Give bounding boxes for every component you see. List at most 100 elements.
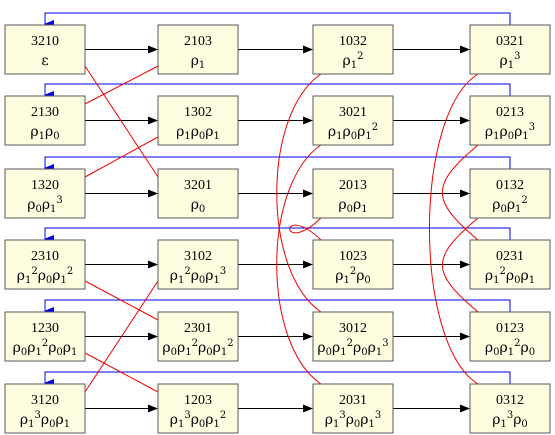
wrap-arrows (44, 12, 511, 387)
node: 1203 ρ13ρ0ρ12 (157, 383, 239, 434)
node: 0231 ρ12ρ0ρ1 (469, 239, 551, 290)
node-box (4, 24, 86, 75)
node-code: 1320 (31, 178, 59, 193)
node: 3102 ρ12ρ0ρ13 (157, 239, 239, 290)
node-word: ρ12ρ0ρ13 (170, 266, 227, 286)
node-code: 3021 (339, 105, 367, 120)
node-box (157, 24, 239, 75)
node-word: ρ1ρ0ρ13 (485, 122, 535, 142)
node: 2013 ρ0ρ1 (312, 168, 394, 219)
wrap-arrow (44, 227, 511, 243)
node-box (469, 311, 551, 362)
node-box (312, 383, 394, 434)
node-box (157, 383, 239, 434)
red-link (289, 217, 322, 241)
node: 3120 ρ13ρ0ρ1 (4, 383, 86, 434)
node-code: 0123 (496, 321, 524, 336)
node-box (312, 311, 394, 362)
node-code: 0213 (496, 105, 524, 120)
node-word: ρ13 (500, 51, 521, 71)
node-box (4, 239, 86, 290)
node-code: 1023 (339, 249, 367, 264)
node: 2301 ρ0ρ12ρ0ρ12 (157, 311, 239, 362)
node-word: ρ1ρ0 (30, 124, 59, 142)
node-box (469, 168, 551, 219)
node-word: ρ13ρ0ρ1 (20, 410, 70, 430)
node-word: ρ12 (343, 51, 364, 71)
node-box (312, 168, 394, 219)
node-box (469, 239, 551, 290)
node: 2031 ρ13ρ0ρ13 (312, 383, 394, 434)
node-word: ρ12ρ0ρ12 (17, 266, 74, 286)
node-box (4, 383, 86, 434)
node-box (312, 239, 394, 290)
node-code: 0132 (496, 178, 524, 193)
red-link (276, 144, 322, 385)
node-box (312, 24, 394, 75)
red-link (84, 352, 159, 393)
node: 3210 ε (4, 24, 86, 75)
red-links (84, 65, 479, 393)
nodes: 3210ε2103ρ11032ρ120321ρ132130ρ1ρ01302ρ1ρ… (4, 24, 551, 434)
node-word: ρ1 (191, 53, 206, 71)
red-link (84, 65, 159, 178)
node-word: ρ0ρ12ρ0ρ1 (13, 338, 78, 358)
node-word: ρ12ρ0ρ1 (485, 266, 535, 286)
node-word: ρ0ρ12ρ0ρ13 (317, 338, 388, 358)
node-box (157, 311, 239, 362)
node-box (469, 24, 551, 75)
node-box (4, 168, 86, 219)
wrap-arrow (44, 371, 511, 387)
red-link (84, 280, 159, 393)
node-box (157, 239, 239, 290)
node-word: ρ13ρ0ρ13 (325, 410, 382, 430)
node-word: ρ13ρ0 (492, 410, 528, 430)
node-word: ε (41, 53, 48, 69)
red-link (84, 136, 159, 178)
node-word: ρ0ρ13 (27, 195, 63, 215)
node-code: 2031 (339, 393, 367, 408)
node-word: ρ1ρ0ρ12 (328, 122, 378, 142)
wrap-arrow (44, 156, 511, 172)
node-word: ρ0ρ12 (492, 195, 528, 215)
node-box (157, 168, 239, 219)
node: 0123 ρ0ρ12ρ0 (469, 311, 551, 362)
node-code: 2301 (184, 321, 212, 336)
node-box (4, 95, 86, 146)
node-word: ρ0ρ12ρ0 (485, 338, 535, 358)
node: 0213 ρ1ρ0ρ13 (469, 95, 551, 146)
node-word: ρ13ρ0ρ12 (170, 410, 227, 430)
node: 2103 ρ1 (157, 24, 239, 75)
wrap-arrow (44, 83, 511, 99)
node-word: ρ0ρ1 (338, 197, 367, 215)
node-code: 2013 (339, 178, 367, 193)
node-code: 1032 (339, 34, 367, 49)
node-code: 1302 (184, 105, 212, 120)
node-code: 3201 (184, 178, 212, 193)
node-code: 2103 (184, 34, 212, 49)
node-code: 1203 (184, 393, 212, 408)
wrap-arrow (44, 299, 511, 315)
node-word: ρ0 (191, 197, 206, 215)
node-code: 3102 (184, 249, 212, 264)
node-box (4, 311, 86, 362)
node-box (312, 95, 394, 146)
node: 3021 ρ1ρ0ρ12 (312, 95, 394, 146)
node-box (469, 95, 551, 146)
node-code: 3120 (31, 393, 59, 408)
node-code: 0231 (496, 249, 524, 264)
red-link (441, 144, 479, 241)
node-box (469, 383, 551, 434)
node-code: 3210 (31, 34, 59, 49)
node-word: ρ0ρ12ρ0ρ12 (162, 338, 233, 358)
wrap-arrow (44, 12, 511, 28)
